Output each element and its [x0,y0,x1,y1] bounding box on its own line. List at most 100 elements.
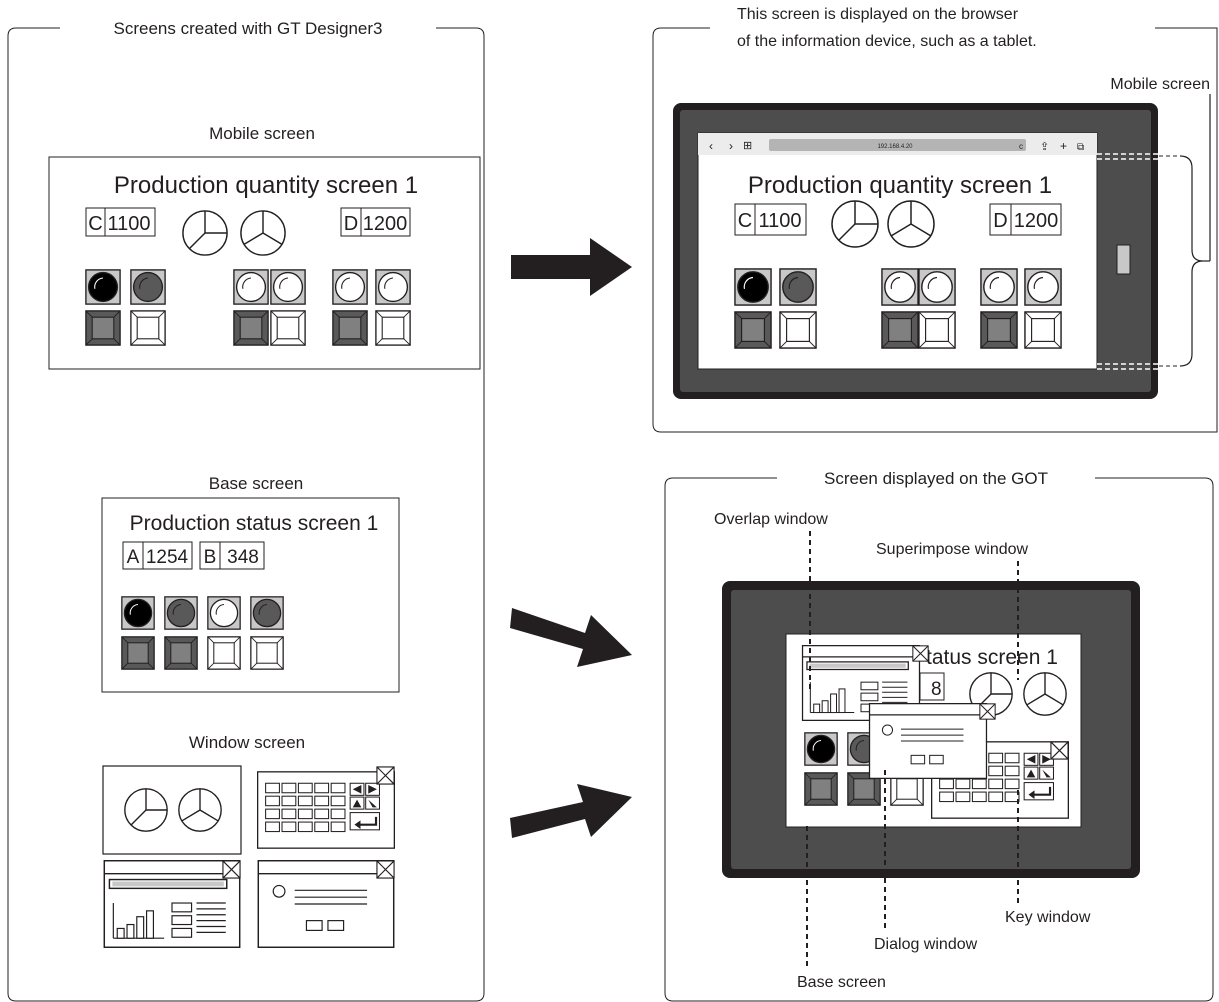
browser-caption-line2: of the information device, such as a tab… [737,33,1037,50]
switch-gray-icon [164,636,198,670]
lamp-white-icon [332,269,368,305]
lamp-black-icon [734,268,772,306]
tablet-device: ‹ › ⊞ 192.168.4.20 c ⇪ + ⧉ Production qu… [673,103,1158,399]
field-c [85,207,156,237]
lamp-gray-icon [250,596,284,630]
arrow-right-icon [511,238,632,296]
switch-gray-icon [121,636,155,670]
close-icon [1050,741,1069,760]
switch-white-icon [270,310,306,346]
field-a-value: 1254 [146,547,189,568]
field-d-letter: D [344,213,358,235]
got-screen-title: tatus screen 1 [926,646,1058,669]
field-b-value: 348 [227,547,259,568]
address-text: 192.168.4.20 [877,144,913,150]
close-icon [912,645,929,662]
field-c-value: 1100 [107,213,150,235]
pie-chart-icon [240,210,286,256]
dialog-window-icon [868,703,988,779]
lamp-black-icon [85,269,121,305]
left-panel-frame [7,27,485,1002]
switch-gray-icon [332,310,368,346]
lamp-white-icon [375,269,411,305]
mobile-screen-mockup: Production quantity screen 1 C 1100 D 12… [48,156,481,370]
bookmarks-icon: ⊞ [743,140,752,152]
new-tab-icon: + [1060,139,1067,153]
dialog-window-label: Dialog window [874,936,978,953]
field-d [340,207,411,237]
lamp-gray-icon [130,269,166,305]
tablet-screen-title: Production quantity screen 1 [748,172,1052,199]
switch-white-icon [250,636,284,670]
pie-chart-icon [178,788,222,832]
field-d-value: 1200 [363,213,408,235]
lamp-white-icon [980,268,1018,306]
reload-icon: c [1019,142,1023,151]
dialog-window-mockup [257,860,395,948]
mobile-screen-callout: Mobile screen [1110,76,1210,93]
arrows [510,238,632,838]
share-icon: ⇪ [1040,141,1049,153]
switch-gray-icon [980,311,1018,349]
mobile-screen-bracket [1097,94,1211,370]
arrow-up-right-icon [510,784,632,838]
close-icon [222,860,241,879]
key-window-label: Key window [1005,909,1091,926]
tablet-field-d-value: 1200 [1014,210,1059,232]
lamp-white-icon [270,269,306,305]
lamp-black-icon [804,732,838,766]
lamp-white-icon [918,268,956,306]
switch-white-icon [375,310,411,346]
browser-caption-line1: This screen is displayed on the browser [737,6,1019,23]
switch-gray-icon [881,311,919,349]
back-icon: ‹ [709,139,713,153]
close-icon [376,766,395,785]
got-panel: Screen displayed on the GOT Overlap wind… [664,469,1214,1002]
switch-gray-icon [734,311,772,349]
lamp-white-icon [881,268,919,306]
browser-panel: This screen is displayed on the browser … [652,6,1218,433]
base-screen-title: Production status screen 1 [130,512,379,535]
arrow-down-right-icon [510,608,632,667]
close-icon [376,860,395,879]
key-window-mockup [257,766,395,850]
switch-white-icon [130,310,166,346]
switch-white-icon [918,311,956,349]
base-screen-mockup: Production status screen 1 A 1254 B 348 [101,497,400,693]
pie-chart-icon [182,210,228,256]
field-a-letter: A [127,547,140,568]
lamp-white-icon [207,596,241,630]
window-screen-mockups [102,765,395,948]
switch-gray-icon [804,772,838,806]
superimpose-window-label: Superimpose window [876,541,1029,558]
base-screen-label: Base screen [209,474,304,493]
overlap-window-label: Overlap window [714,511,828,528]
left-panel-title: Screens created with GT Designer3 [114,19,383,38]
got-leader-lines [806,531,1019,967]
tablet-field-c [734,203,807,236]
switch-gray-icon [233,310,269,346]
pie-chart-icon [124,788,168,832]
switch-white-icon [1024,311,1062,349]
pie-chart-icon [831,200,879,248]
pie-chart-icon [1023,672,1067,716]
keypad-icon [257,770,395,850]
tabs-icon: ⧉ [1077,142,1084,153]
window-screen-label: Window screen [189,733,305,752]
field-c-letter: C [88,213,102,235]
lamp-white-icon [1024,268,1062,306]
field-a [122,541,193,570]
dialog-window-icon [257,860,395,948]
tablet-field-c-value: 1100 [758,210,801,232]
home-button [1116,244,1131,275]
pie-chart-icon [887,200,935,248]
got-partial-value: 8 [931,679,942,700]
got-device: tatus screen 1 8 [722,581,1140,878]
bar-chart-window-icon [103,860,241,948]
got-panel-frame [664,477,1214,1002]
field-b-letter: B [204,547,217,568]
tablet-field-c-letter: C [738,210,752,232]
forward-icon: › [729,139,733,153]
overlap-window-mockup [103,860,241,948]
